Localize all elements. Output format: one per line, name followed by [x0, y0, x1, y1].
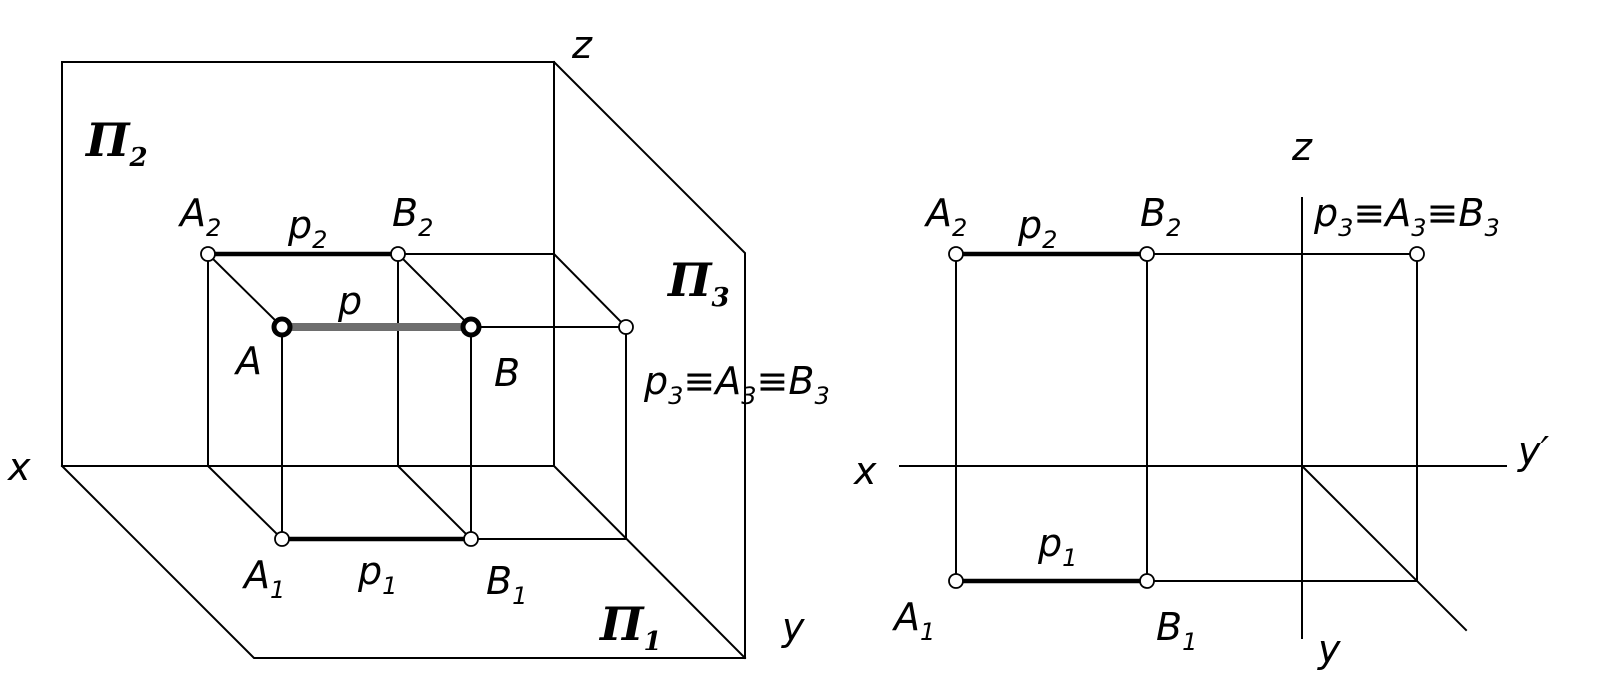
epure-axis-label-z: z	[1291, 125, 1313, 169]
point-a	[271, 316, 293, 338]
point-b2	[390, 246, 406, 262]
epure-point-a2	[948, 246, 964, 262]
pictorial-view: Π2 Π3 Π1 x z y A2 B2 p2 p A B A1 p1 B1 p…	[7, 23, 830, 660]
label-a2: A2	[177, 191, 221, 242]
epure-label-p3-a3-b3: p3≡A3≡B3	[1313, 191, 1500, 242]
epure-label-b2: B2	[1140, 191, 1181, 242]
axis-label-y: y	[781, 605, 805, 649]
epure-view: x z y′ y A2 B2 p2 p1 A1 B1 p3≡A3≡B3	[853, 125, 1549, 671]
projection-lines	[206, 252, 628, 541]
plane-label-p2: Π2	[84, 113, 148, 173]
profile-plane-outline	[552, 60, 746, 659]
plane-label-p1: Π1	[598, 597, 662, 657]
horizontal-plane-outline	[60, 464, 746, 659]
epure-label-a2: A2	[923, 191, 967, 242]
epure-axis-label-x: x	[853, 449, 877, 493]
epure-axis-label-y-prime: y′	[1517, 429, 1549, 473]
epure-point-a1	[948, 573, 964, 589]
point-b1	[463, 531, 479, 547]
epure-45-line	[1300, 464, 1468, 632]
label-p2: p2	[287, 203, 327, 254]
label-p: p	[337, 279, 362, 323]
epure-point-b2	[1139, 246, 1155, 262]
label-a1: A1	[241, 553, 285, 604]
epure-label-b1: B1	[1156, 605, 1197, 656]
point-a1	[274, 531, 290, 547]
label-b2: B2	[392, 191, 433, 242]
frontal-plane-outline	[61, 61, 555, 467]
epure-label-a1: A1	[891, 595, 935, 646]
epure-projection-lines	[955, 253, 1418, 582]
label-b1: B1	[486, 559, 527, 610]
plane-label-p3: Π3	[666, 253, 730, 313]
point-a2	[200, 246, 216, 262]
label-p1: p1	[357, 549, 397, 600]
epure-axis-label-y: y	[1317, 627, 1341, 671]
label-a: A	[233, 339, 262, 383]
label-p3-a3-b3: p3≡A3≡B3	[643, 359, 830, 410]
epure-point-a3-b3	[1409, 246, 1425, 262]
point-a3-b3	[618, 319, 634, 335]
label-b: B	[494, 351, 520, 395]
epure-label-p2: p2	[1017, 203, 1057, 254]
y-axis-line	[552, 464, 747, 660]
point-b	[460, 316, 482, 338]
axis-label-x: x	[7, 445, 31, 489]
axis-label-z: z	[571, 23, 593, 67]
epure-label-p1: p1	[1037, 521, 1077, 572]
epure-point-b1	[1139, 573, 1155, 589]
